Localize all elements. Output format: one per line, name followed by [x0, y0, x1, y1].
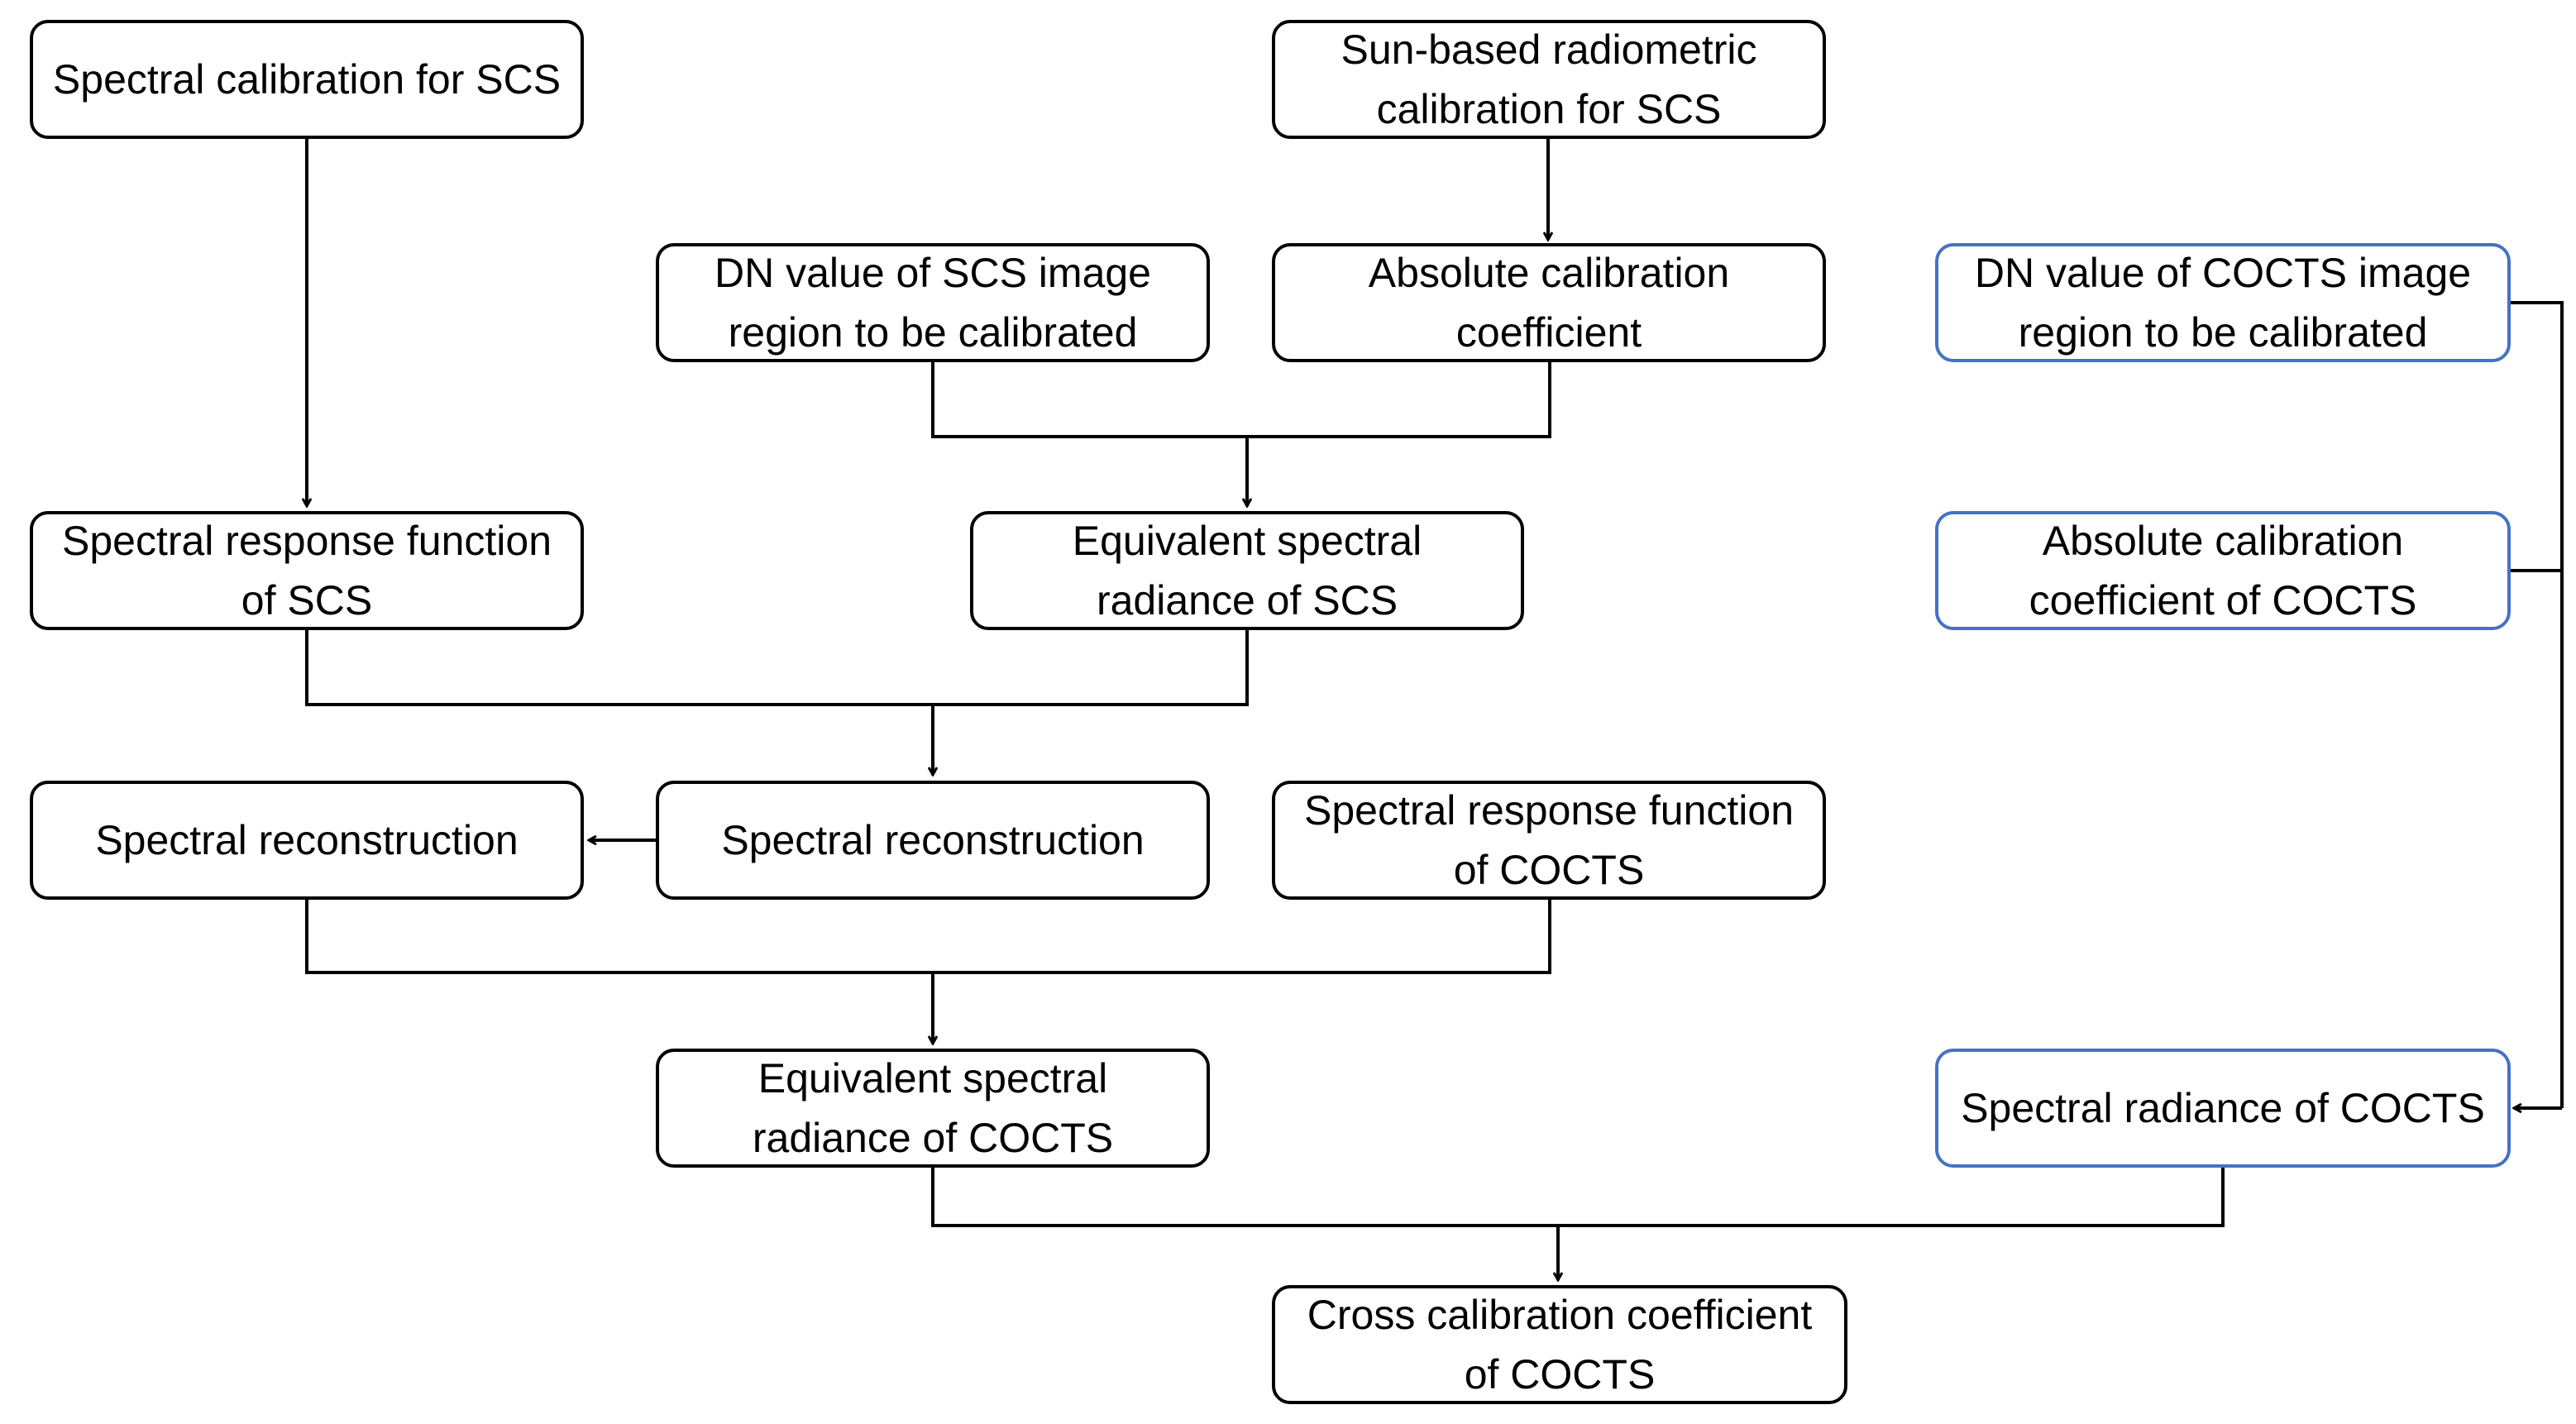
- node-label: Cross calibration coefficient of COCTS: [1307, 1292, 1813, 1398]
- node-label: Equivalent spectral radiance of SCS: [1072, 518, 1422, 624]
- node-sun-based-radiometric-calibration: Sun-based radiometric calibration for SC…: [1272, 20, 1826, 139]
- node-absolute-calibration-coefficient: Absolute calibration coefficient: [1272, 243, 1826, 362]
- node-equivalent-radiance-scs: Equivalent spectral radiance of SCS: [970, 511, 1524, 630]
- node-label: Spectral calibration for SCS: [52, 56, 562, 103]
- node-spectral-calibration-scs: Spectral calibration for SCS: [30, 20, 584, 139]
- node-label: DN value of SCS image region to be calib…: [714, 250, 1151, 356]
- node-absolute-calibration-cocts: Absolute calibration coefficient of COCT…: [1935, 511, 2511, 630]
- connector-reconstruction-response-merge: [305, 900, 1551, 974]
- node-equivalent-radiance-cocts: Equivalent spectral radiance of COCTS: [656, 1049, 1210, 1168]
- node-label: Spectral radiance of COCTS: [1961, 1085, 2485, 1131]
- node-cross-calibration-coefficient: Cross calibration coefficient of COCTS: [1272, 1285, 1847, 1404]
- node-label: Equivalent spectral radiance of COCTS: [752, 1055, 1114, 1161]
- node-label: Absolute calibration coefficient of COCT…: [2029, 518, 2417, 624]
- node-spectral-reconstruction-left: Spectral reconstruction: [30, 781, 584, 900]
- connector-cocts-bracket: [2511, 301, 2564, 1108]
- node-spectral-reconstruction-center: Spectral reconstruction: [656, 781, 1210, 900]
- node-spectral-response-scs: Spectral response function of SCS: [30, 511, 584, 630]
- node-label: Absolute calibration coefficient: [1368, 250, 1730, 356]
- node-spectral-radiance-cocts: Spectral radiance of COCTS: [1935, 1049, 2511, 1168]
- node-dn-value-scs: DN value of SCS image region to be calib…: [656, 243, 1210, 362]
- node-label: DN value of COCTS image region to be cal…: [1974, 250, 2472, 356]
- connector-response-radiance-merge: [305, 630, 1249, 706]
- node-label: Spectral reconstruction: [95, 817, 519, 863]
- connector-final-merge: [931, 1168, 2225, 1227]
- node-dn-value-cocts: DN value of COCTS image region to be cal…: [1935, 243, 2511, 362]
- node-spectral-response-cocts: Spectral response function of COCTS: [1272, 781, 1826, 900]
- node-label: Sun-based radiometric calibration for SC…: [1341, 26, 1757, 132]
- node-label: Spectral response function of COCTS: [1303, 787, 1795, 893]
- node-label: Spectral response function of SCS: [61, 518, 552, 624]
- node-label: Spectral reconstruction: [721, 817, 1145, 863]
- connector-dn-scs-merge: [931, 362, 1551, 438]
